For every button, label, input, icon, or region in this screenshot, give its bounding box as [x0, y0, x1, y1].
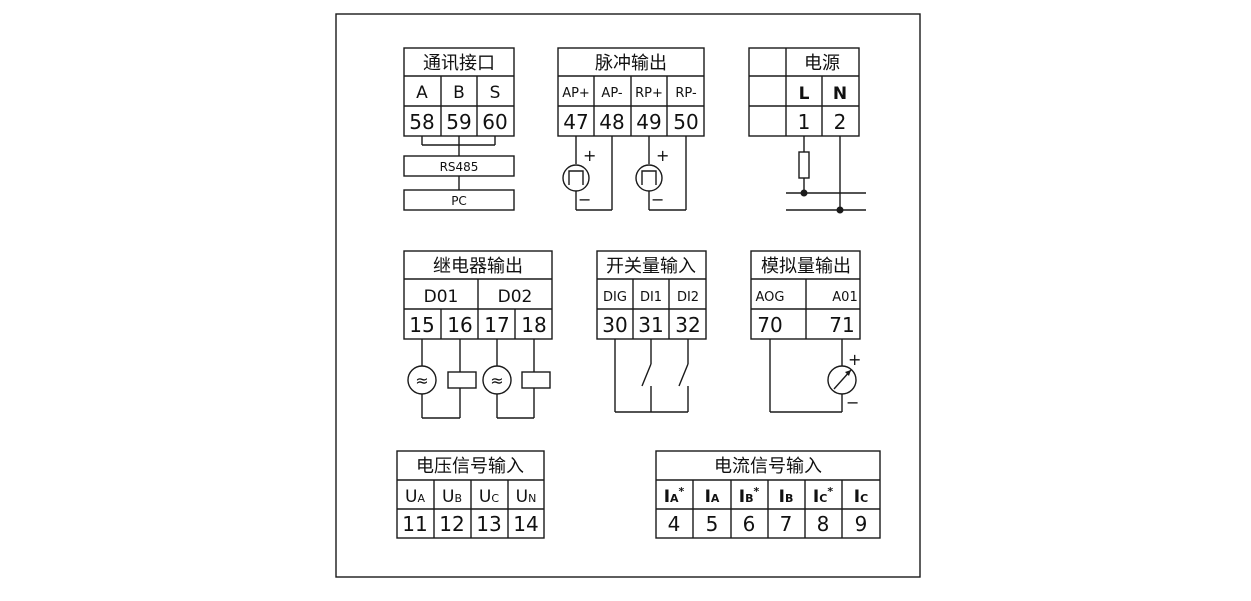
switch-label-di1: DI1 — [640, 290, 662, 305]
pulse1-plus: + — [583, 146, 596, 165]
pulse-terminal-50: 50 — [673, 110, 698, 134]
current-label-ia-star: IA* — [664, 485, 685, 507]
fuse-icon — [798, 151, 810, 179]
switch-contact-icon — [641, 363, 652, 387]
current-terminal-9: 9 — [855, 512, 868, 536]
relay-label-d01: D01 — [424, 287, 459, 307]
analog-label-aog: AOG — [756, 290, 785, 305]
pulse-block: 脉冲输出 AP+ AP- RP+ RP- 47 48 49 50 + − + − — [557, 47, 705, 211]
relay-coil-icon — [447, 371, 477, 389]
relay-terminal-18: 18 — [521, 313, 546, 337]
analog-terminal-71: 71 — [829, 313, 854, 337]
pulse-label-rp-minus: RP- — [675, 86, 697, 101]
analog-minus: − — [846, 393, 859, 412]
voltage-label-uc: UC — [479, 487, 499, 507]
switch-terminal-31: 31 — [638, 313, 663, 337]
pulse2-minus: − — [651, 190, 664, 209]
pulse-terminal-48: 48 — [599, 110, 624, 134]
power-block: 电源 L N 1 2 — [748, 47, 866, 214]
relay-coil-icon — [521, 371, 551, 389]
relay-title: 继电器输出 — [433, 256, 523, 277]
switch-contact-icon — [678, 363, 689, 387]
power-label-n: N — [833, 84, 847, 104]
relay-terminal-15: 15 — [409, 313, 434, 337]
power-terminal-2: 2 — [834, 110, 847, 134]
pulse-source-icon — [635, 164, 663, 192]
analog-plus: + — [848, 350, 861, 369]
pc-box — [403, 189, 515, 211]
pulse-label-ap-plus: AP+ — [562, 86, 590, 101]
pulse1-minus: − — [578, 190, 591, 209]
relay-terminal-17: 17 — [484, 313, 509, 337]
voltage-block: 电压信号输入 UA UB UC UN 11 12 13 14 — [396, 450, 545, 539]
current-label-ia: IA — [705, 487, 720, 507]
ac-source-symbol: ≈ — [490, 371, 503, 390]
relay-block: 继电器输出 D01 D02 15 16 17 18 ≈ ≈ — [403, 250, 553, 419]
analog-terminal-70: 70 — [757, 313, 782, 337]
switch-title: 开关量输入 — [606, 256, 696, 277]
analog-title: 模拟量输出 — [761, 256, 851, 277]
switch-block: 开关量输入 DIG DI1 DI2 30 31 32 — [596, 250, 707, 413]
current-label-ic: IC — [854, 487, 868, 507]
power-terminal-1: 1 — [798, 110, 811, 134]
analog-block: 模拟量输出 AOG A01 70 71 + − — [750, 250, 861, 413]
relay-label-d02: D02 — [498, 287, 533, 307]
current-block: 电流信号输入 IA* IA IB* IB IC* IC 4 5 6 7 8 9 — [655, 450, 881, 539]
comm-block: 通讯接口 A B S 58 59 60 RS485 PC — [403, 47, 515, 211]
current-label-ib-star: IB* — [739, 485, 760, 507]
current-terminal-5: 5 — [706, 512, 719, 536]
current-title: 电流信号输入 — [714, 456, 822, 477]
pulse-terminal-49: 49 — [636, 110, 661, 134]
voltage-terminal-11: 11 — [402, 512, 427, 536]
rs485-label: RS485 — [440, 160, 479, 174]
relay-terminal-16: 16 — [447, 313, 472, 337]
ac-source-symbol: ≈ — [415, 371, 428, 390]
current-terminal-7: 7 — [780, 512, 793, 536]
voltage-label-ua: UA — [405, 487, 425, 507]
voltage-terminal-12: 12 — [439, 512, 464, 536]
comm-terminal-60: 60 — [482, 110, 507, 134]
current-terminal-8: 8 — [817, 512, 830, 536]
power-label-l: L — [799, 84, 810, 104]
pulse-label-rp-plus: RP+ — [635, 86, 663, 101]
voltage-terminal-13: 13 — [476, 512, 501, 536]
switch-terminal-32: 32 — [675, 313, 700, 337]
switch-label-dig: DIG — [603, 290, 627, 305]
voltage-label-un: UN — [516, 487, 537, 507]
pc-label: PC — [451, 194, 467, 208]
analog-label-a01: A01 — [832, 290, 857, 305]
comm-label-a: A — [416, 83, 428, 103]
current-terminal-6: 6 — [743, 512, 756, 536]
comm-title: 通讯接口 — [423, 53, 495, 74]
power-title: 电源 — [804, 53, 840, 74]
current-label-ic-star: IC* — [813, 485, 833, 507]
voltage-terminal-14: 14 — [513, 512, 538, 536]
pulse-label-ap-minus: AP- — [601, 86, 622, 101]
comm-label-b: B — [453, 83, 465, 103]
pulse-terminal-47: 47 — [563, 110, 588, 134]
pulse-source-icon — [562, 164, 590, 192]
comm-terminal-59: 59 — [446, 110, 471, 134]
switch-label-di2: DI2 — [677, 290, 699, 305]
current-terminal-4: 4 — [668, 512, 681, 536]
pulse2-plus: + — [656, 146, 669, 165]
voltage-title: 电压信号输入 — [416, 456, 524, 477]
comm-terminal-58: 58 — [409, 110, 434, 134]
current-label-ib: IB — [779, 487, 794, 507]
pulse-title: 脉冲输出 — [595, 53, 667, 74]
comm-label-s: S — [490, 83, 501, 103]
switch-terminal-30: 30 — [602, 313, 627, 337]
diagram-frame — [335, 13, 921, 578]
voltage-label-ub: UB — [442, 487, 462, 507]
